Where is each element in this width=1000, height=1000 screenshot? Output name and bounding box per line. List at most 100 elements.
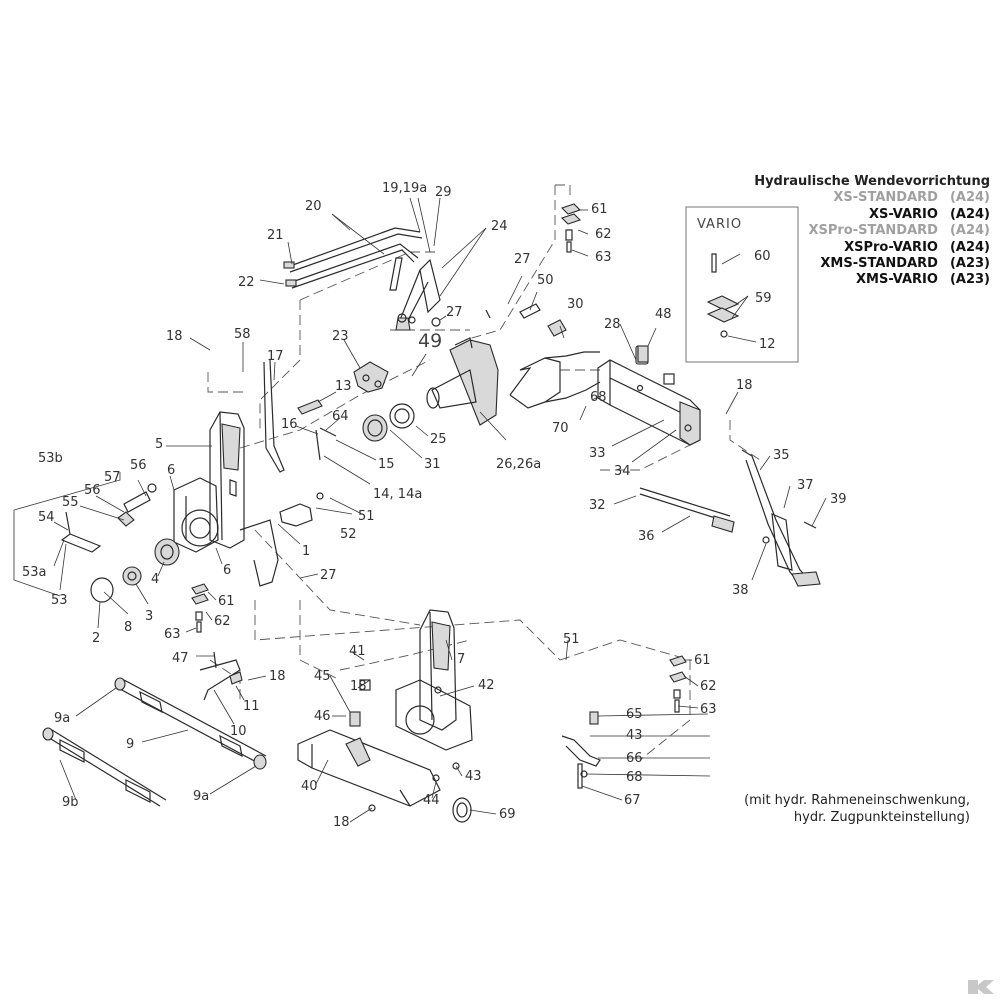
support-leg-35 (639, 449, 821, 587)
callout: 62 (700, 679, 717, 694)
model-code: (A24) (949, 239, 990, 255)
model-legend: Hydraulische Wendevorrichtung XS-STANDAR… (754, 174, 990, 289)
brand-k-logo-icon (968, 980, 994, 994)
callout: 66 (626, 751, 643, 766)
callout: 44 (423, 793, 440, 808)
callout: 42 (478, 678, 495, 693)
callout: 51 (358, 509, 375, 524)
callout: 18 (736, 378, 753, 393)
callout: 67 (624, 793, 641, 808)
callout: 41 (349, 644, 366, 659)
vario-detail-box: VARIO (685, 206, 799, 363)
model-code: (A24) (949, 190, 990, 206)
callout: 58 (234, 327, 251, 342)
callout: 6 (223, 563, 231, 578)
callout: 17 (267, 349, 284, 364)
tower-frame-5 (173, 411, 279, 587)
callout: 62 (595, 227, 612, 242)
lock-lever-assembly (60, 483, 157, 553)
callout: 9a (54, 711, 70, 726)
legend-row: XS-VARIO (A24) (754, 207, 990, 223)
callout: 56 (84, 483, 101, 498)
clamp-set-lower (561, 655, 687, 789)
callout: 22 (238, 275, 255, 290)
pins-and-plates-left (263, 359, 337, 527)
model-name: XS-STANDARD (833, 190, 938, 206)
callout: 4 (151, 572, 159, 587)
lever-23 (353, 361, 389, 393)
callout: 3 (145, 609, 153, 624)
callout: 35 (773, 448, 790, 463)
callout: 11 (243, 699, 260, 714)
callout: 25 (430, 432, 447, 447)
callout: 61 (591, 202, 608, 217)
callout: 61 (694, 653, 711, 668)
swivel-hub-assembly (362, 337, 499, 442)
callout: 13 (335, 379, 352, 394)
callout: 63 (164, 627, 181, 642)
bearing-discs (90, 538, 180, 603)
callout: 18 (350, 679, 367, 694)
callout: 49 (418, 330, 442, 352)
callout: 18 (166, 329, 183, 344)
callout: 62 (214, 614, 231, 629)
legend-row: XMS-STANDARD (A23) (754, 256, 990, 272)
callout: 20 (305, 199, 322, 214)
callout: 12 (759, 337, 776, 352)
callout: 32 (589, 498, 606, 513)
callout: 9a (193, 789, 209, 804)
model-code: (A23) (949, 272, 990, 288)
model-name: XS-VARIO (868, 206, 938, 222)
callout: 38 (732, 583, 749, 598)
callout: 18 (333, 815, 350, 830)
callout: 60 (754, 249, 771, 264)
callout: 27 (320, 568, 337, 583)
callout: 5 (155, 437, 163, 452)
callout: 65 (626, 707, 643, 722)
callout: 36 (638, 529, 655, 544)
callout: 48 (655, 307, 672, 322)
legend-row: XSPro-VARIO (A24) (754, 240, 990, 256)
leader-lines (13, 197, 827, 823)
link-bar-10 (199, 651, 243, 701)
model-name: XSPro-VARIO (844, 239, 938, 255)
callout: 6 (167, 463, 175, 478)
callout: 14, 14a (373, 487, 422, 502)
callout: 33 (589, 446, 606, 461)
callout: 15 (378, 457, 395, 472)
callout: 46 (314, 709, 331, 724)
model-name: XMS-VARIO (856, 272, 938, 288)
hydraulic-hose-assembly (283, 227, 423, 289)
clamp-set-top (560, 203, 582, 253)
callout: 47 (172, 651, 189, 666)
callout: 27 (446, 305, 463, 320)
callout: 37 (797, 478, 814, 493)
callout: 30 (567, 297, 584, 312)
clamp-set-middle (191, 583, 209, 633)
callout: 18 (269, 669, 286, 684)
small-parts-upper (485, 303, 649, 363)
model-code: (A24) (949, 206, 990, 222)
callout: 16 (281, 417, 298, 432)
legend-row: XS-STANDARD (A24) (754, 190, 990, 206)
callout: 43 (626, 728, 643, 743)
callout: 53 (51, 593, 68, 608)
tower-frame-7 (395, 609, 473, 751)
callout: 53a (22, 565, 47, 580)
callout: 40 (301, 779, 318, 794)
callout: 8 (124, 620, 132, 635)
model-name: XMS-STANDARD (820, 256, 938, 272)
axle-9 (114, 677, 267, 770)
callout: 21 (267, 228, 284, 243)
callout: 24 (491, 219, 508, 234)
callout: 68 (590, 390, 607, 405)
callout: 57 (104, 470, 121, 485)
legend-row: XMS-VARIO (A23) (754, 272, 990, 288)
callout: 27 (514, 252, 531, 267)
callout: 55 (62, 495, 79, 510)
callout: 10 (230, 724, 247, 739)
legend-title: Hydraulische Wendevorrichtung (754, 174, 990, 189)
lower-small-parts (368, 762, 472, 823)
note-line: (mit hydr. Rahmeneinschwenkung, (744, 793, 970, 808)
callout: 2 (92, 631, 100, 646)
